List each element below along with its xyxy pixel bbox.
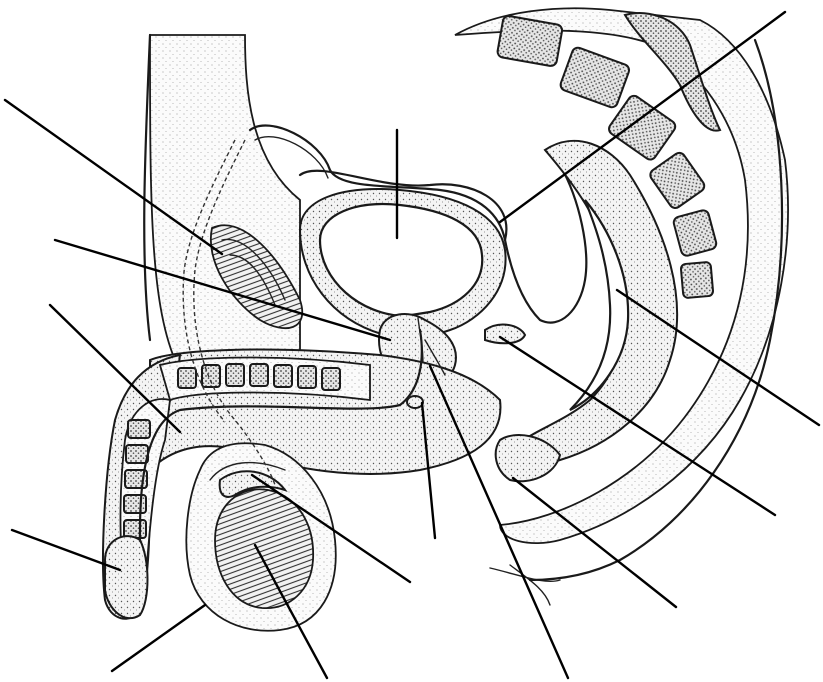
sacral-vertebra-2 — [559, 46, 631, 109]
glans-penis — [105, 536, 148, 618]
coccyx-segment-2 — [681, 262, 714, 298]
cavernosum-segments-vertical — [124, 420, 150, 538]
cavernosum-segments — [178, 364, 340, 390]
sacral-vertebra-4 — [648, 151, 707, 211]
rectum — [514, 141, 677, 465]
bulbourethral-gland — [407, 396, 423, 408]
sacral-vertebra-1 — [497, 15, 563, 67]
coccyx-segment-1 — [672, 209, 717, 257]
